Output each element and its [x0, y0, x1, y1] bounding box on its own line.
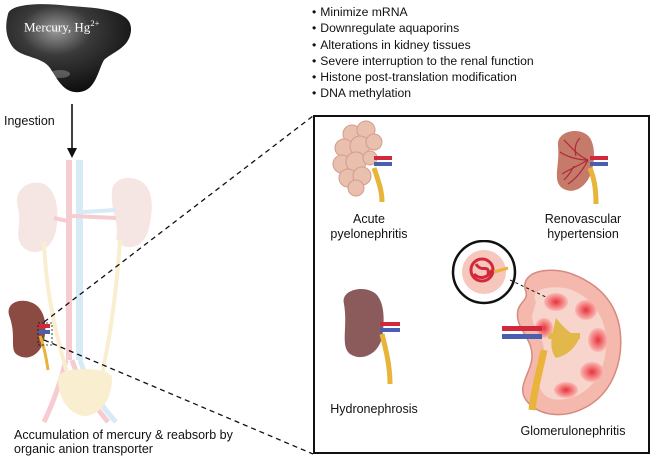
effects-list: Minimize mRNA Downregulate aquaporins Al… — [312, 4, 534, 102]
urinary-system-illustration — [8, 160, 152, 424]
ingestion-label: Ingestion — [4, 114, 55, 128]
label-acute-pyelonephritis: Acute pyelonephritis — [330, 212, 408, 241]
label-hydronephrosis: Hydronephrosis — [330, 402, 418, 416]
label-renovascular-hypertension: Renovascular hypertension — [544, 212, 622, 241]
disease-panel — [313, 115, 650, 454]
mercury-drop-icon — [6, 4, 132, 93]
mercury-label: Mercury, Hg2+ — [24, 18, 100, 35]
effect-item: Minimize mRNA — [312, 4, 534, 20]
effect-item: DNA methylation — [312, 85, 534, 101]
effect-item: Downregulate aquaporins — [312, 20, 534, 36]
renovascular-kidney-icon — [556, 131, 608, 205]
glomerulonephritis-kidney-icon — [451, 240, 622, 416]
effect-item: Alterations in kidney tissues — [312, 37, 534, 53]
accumulation-label: Accumulation of mercury & reabsorb by or… — [14, 428, 233, 456]
hydronephrosis-kidney-icon — [343, 289, 400, 385]
label-glomerulonephritis: Glomerulonephritis — [520, 424, 626, 438]
ingestion-arrow-icon — [67, 104, 77, 158]
effect-item: Histone post-translation modification — [312, 69, 534, 85]
acute-pyelonephritis-kidney-icon — [332, 120, 392, 203]
effect-item: Severe interruption to the renal functio… — [312, 53, 533, 69]
